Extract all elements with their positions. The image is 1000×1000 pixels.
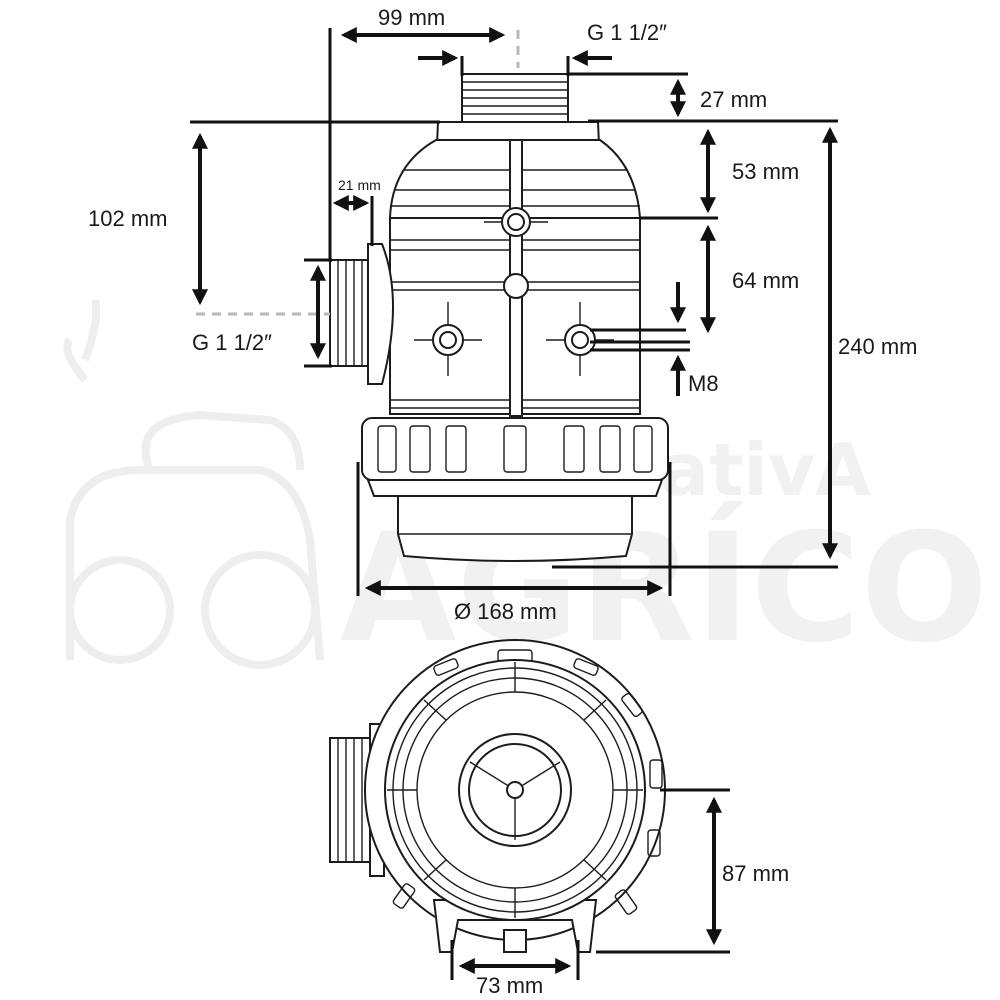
dim-inlet-depth: 21 mm [338, 177, 381, 193]
dim-top-thread-height: 27 mm [700, 87, 767, 112]
dim-inlet-height: 102 mm [88, 206, 167, 231]
top-view [329, 639, 666, 953]
side-view [329, 73, 669, 562]
dim-mount-bolt: M8 [688, 371, 719, 396]
dim-base-depth: 87 mm [722, 861, 789, 886]
dim-total-height: 240 mm [838, 334, 917, 359]
bowl-ring-nut [361, 417, 669, 481]
dim-foot-width: 73 mm [476, 973, 543, 998]
dim-top-thread: G 1 1/2″ [587, 20, 667, 45]
tractor-watermark-icon [63, 299, 324, 669]
dim-mount-spacing: 64 mm [732, 268, 799, 293]
dim-diameter: Ø 168 mm [454, 599, 557, 624]
dimension-lines-side [190, 27, 838, 596]
top-thread-lines [462, 81, 568, 115]
dimension-lines-top [450, 788, 730, 980]
dim-upper-body-height: 53 mm [732, 159, 799, 184]
mount-boss-top [484, 207, 548, 237]
mount-boss-right [546, 302, 614, 376]
center-boss [503, 273, 529, 299]
mount-boss-left [414, 302, 482, 376]
side-inlet-flange [367, 243, 394, 385]
top-view-inlet-thread [329, 737, 371, 863]
dim-top-width: 99 mm [378, 5, 445, 30]
dim-side-thread: G 1 1/2″ [192, 330, 272, 355]
filter-bowl [397, 495, 633, 562]
